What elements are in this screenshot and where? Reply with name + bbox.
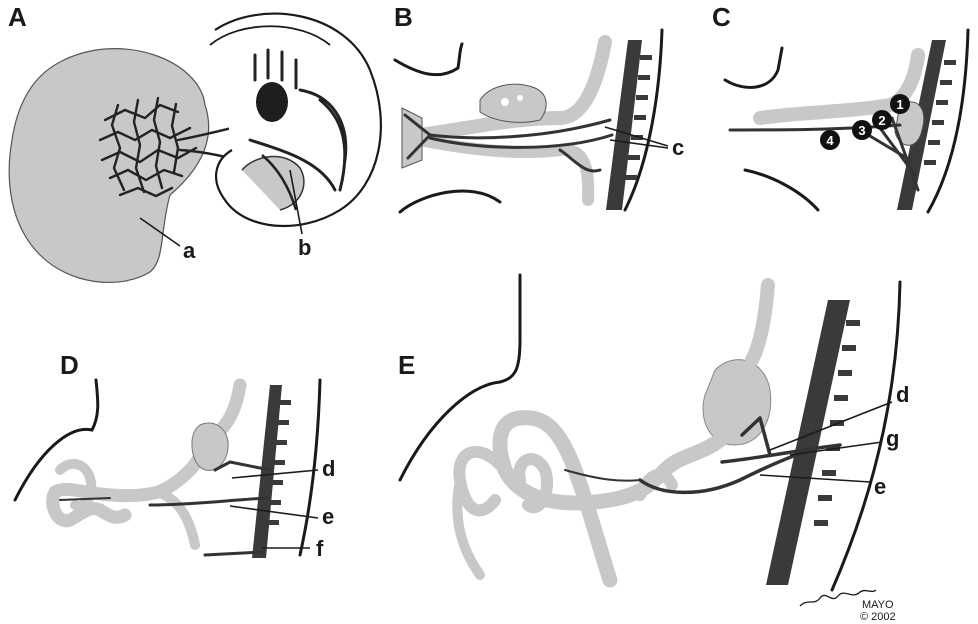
label-e-panel-e: e — [874, 474, 886, 499]
label-d-panel-e: d — [896, 382, 909, 407]
marker-4: 4 — [826, 133, 834, 148]
panel-d: D d e f — [15, 350, 335, 561]
aorta-d — [252, 385, 282, 558]
label-f-panel-d: f — [316, 536, 324, 561]
panel-c-letter: C — [712, 2, 731, 32]
label-g-panel-e: g — [886, 426, 899, 451]
marker-1: 1 — [896, 97, 903, 112]
label-a: a — [183, 238, 196, 263]
panel-d-letter: D — [60, 350, 79, 380]
tail-fold-outline-c — [745, 170, 818, 210]
dorsal-body-wall-d — [300, 380, 320, 555]
panel-c: C 1 2 3 4 — [712, 2, 968, 212]
label-c: c — [672, 135, 684, 160]
panel-a: A — [8, 2, 381, 282]
marker-3: 3 — [858, 123, 865, 138]
leader-d-d — [232, 470, 318, 478]
panel-e-letter: E — [398, 350, 415, 380]
tail-fold-outline — [400, 191, 500, 212]
credit-mayo: MAYO — [862, 599, 894, 611]
panel-b-letter: B — [394, 2, 413, 32]
label-b: b — [298, 235, 311, 260]
ventral-outline-d — [15, 380, 98, 500]
midgut-loop-e — [500, 418, 720, 580]
credit-year: © 2002 — [860, 611, 896, 623]
leader-d-e — [230, 506, 318, 518]
yolk-sac — [9, 49, 208, 283]
label-d-panel-d: d — [322, 456, 335, 481]
stomach-e — [703, 360, 771, 445]
embryonic-heart — [256, 82, 288, 122]
label-e-panel-d: e — [322, 504, 334, 529]
leader-e-e — [760, 475, 870, 482]
head-fold-outline — [395, 60, 458, 75]
panel-e: E d g e — [398, 275, 909, 590]
artist-credit: MAYO © 2002 — [800, 590, 896, 623]
aorta-e — [766, 300, 850, 585]
panel-a-letter: A — [8, 2, 27, 32]
head-fold-outline-c — [725, 48, 782, 87]
marker-2: 2 — [878, 113, 885, 128]
panel-b: B c — [394, 2, 684, 212]
